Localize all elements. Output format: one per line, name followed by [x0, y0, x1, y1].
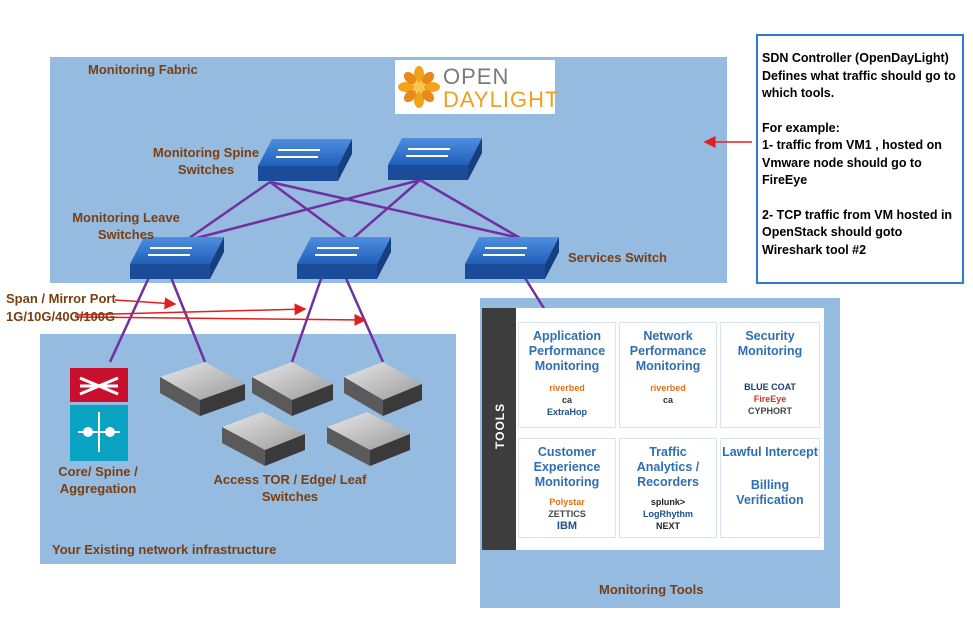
opendaylight-logo: OPEN DAYLIGHT — [395, 60, 558, 114]
access-switch-2 — [252, 362, 333, 416]
tool-title: Customer Experience Monitoring — [533, 445, 601, 489]
mirror-arrows — [74, 136, 752, 326]
tool-title: Security Monitoring — [737, 329, 803, 358]
services-switch — [465, 237, 559, 279]
vendor-logo: FireEye — [753, 394, 787, 404]
spine-switch-2 — [388, 138, 482, 180]
tools-tab-label: TOOLS — [493, 402, 507, 449]
spine-switch-1 — [258, 139, 352, 181]
span-port-label: Span / Mirror Port — [6, 291, 116, 306]
billing-verification-title: Billing Verification — [736, 478, 804, 507]
port-speed-label: 1G/10G/40G/100G — [6, 309, 116, 324]
logo-text-open: OPEN — [443, 64, 510, 89]
vendor-logo: ca — [561, 395, 572, 405]
leaf-switch-1 — [130, 237, 224, 279]
vendor-logo: riverbed — [549, 383, 585, 393]
vendor-logo: NEXT — [655, 521, 680, 531]
tool-category-apm: Application Performance Monitoring river… — [518, 322, 616, 428]
tool-category-lawful-intercept: Lawful Intercept Billing Verification — [720, 438, 820, 538]
tool-title: Lawful Intercept — [722, 445, 818, 459]
access-switch-4 — [222, 412, 305, 466]
opendaylight-flower-icon — [398, 66, 440, 108]
vendor-logo: ca — [662, 395, 673, 405]
access-switch-1 — [160, 362, 245, 416]
callout-line-2: For example: — [762, 120, 840, 135]
core-switch-icon — [70, 368, 128, 461]
access-switch-3 — [344, 362, 422, 416]
infrastructure-title: Your Existing network infrastructure — [52, 542, 277, 557]
callout-line-4: 2- TCP traffic from VM hosted in OpenSta… — [762, 207, 953, 257]
tool-category-security: Security Monitoring BLUE COAT FireEye CY… — [720, 322, 820, 428]
spine-switches-label: Monitoring Spine Switches — [152, 145, 260, 177]
vendor-logo: IBM — [556, 520, 578, 532]
tool-title: Application Performance Monitoring — [528, 329, 606, 373]
logo-text-daylight: DAYLIGHT — [443, 87, 560, 112]
vendor-logo: CYPHORT — [747, 406, 792, 416]
tools-tab: TOOLS — [482, 308, 516, 550]
vendor-logo: ZETTICS — [548, 509, 586, 519]
access-switch-5 — [327, 412, 410, 466]
tool-category-npm: Network Performance Monitoring riverbed … — [619, 322, 717, 428]
vendor-logo: Polystar — [549, 497, 585, 507]
fabric-title: Monitoring Fabric — [88, 62, 198, 77]
vendor-logo: BLUE COAT — [744, 382, 796, 392]
tool-category-traffic-analytics: Traffic Analytics / Recorders splunk> Lo… — [619, 438, 717, 538]
access-switches-label: Access TOR / Edge/ Leaf Switches — [213, 472, 367, 504]
sdn-controller-note: SDN Controller (OpenDayLight) Defines wh… — [756, 34, 964, 284]
monitoring-tools-title: Monitoring Tools — [599, 582, 704, 597]
callout-line-1: SDN Controller (OpenDayLight) Defines wh… — [762, 51, 956, 100]
leaf-switch-2 — [297, 237, 391, 279]
fabric-links — [108, 178, 557, 363]
callout-line-3: 1- traffic from VM1 , hosted on Vmware n… — [762, 138, 942, 187]
vendor-logo: ExtraHop — [546, 407, 587, 417]
vendor-logo: riverbed — [650, 383, 686, 393]
vendor-logo: splunk> — [650, 497, 686, 507]
leave-switches-label: Monitoring Leave Switches — [72, 210, 180, 242]
services-switch-label: Services Switch — [568, 250, 667, 265]
tool-category-cem: Customer Experience Monitoring Polystar … — [518, 438, 616, 538]
vendor-logo: LogRhythm — [643, 509, 693, 519]
core-spine-label: Core/ Spine / Aggregation — [58, 464, 138, 496]
tool-title: Network Performance Monitoring — [629, 329, 707, 373]
tool-title: Traffic Analytics / Recorders — [636, 445, 700, 489]
